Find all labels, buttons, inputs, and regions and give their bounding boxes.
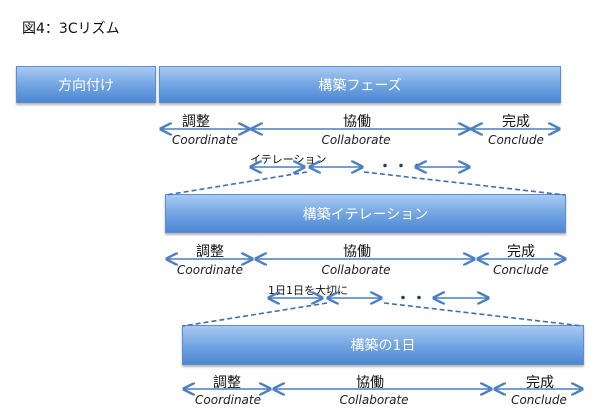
conclude-label-en: Conclude: [511, 393, 567, 407]
ellipsis: ・・・: [378, 159, 426, 175]
collaborate-label-en: Collaborate: [321, 263, 391, 277]
coordinate-label-en: Coordinate: [177, 263, 243, 277]
collaborate-label-en: Collaborate: [321, 133, 391, 147]
zoom-guide-left: [182, 302, 328, 327]
collaborate-label-en: Collaborate: [339, 393, 409, 407]
conclude-label-en: Conclude: [488, 133, 544, 147]
ellipsis: ・・・: [396, 291, 444, 307]
zoom-guide-left: [165, 171, 308, 196]
construction-day-bar: 構築の1日: [182, 325, 584, 365]
coordinate-label-en: Coordinate: [195, 393, 261, 407]
figure-title: 図4：3Cリズム: [22, 21, 120, 37]
conclude-label-en: Conclude: [493, 263, 549, 277]
zoom-guide-right: [383, 302, 584, 327]
zoom-guide-right: [363, 171, 566, 196]
construction-iteration-bar: 構築イテレーション: [165, 194, 566, 233]
orientation-bar: 方向付け: [16, 66, 156, 103]
coordinate-label-en: Coordinate: [172, 133, 238, 147]
construction-phase-bar: 構築フェーズ: [159, 66, 561, 103]
